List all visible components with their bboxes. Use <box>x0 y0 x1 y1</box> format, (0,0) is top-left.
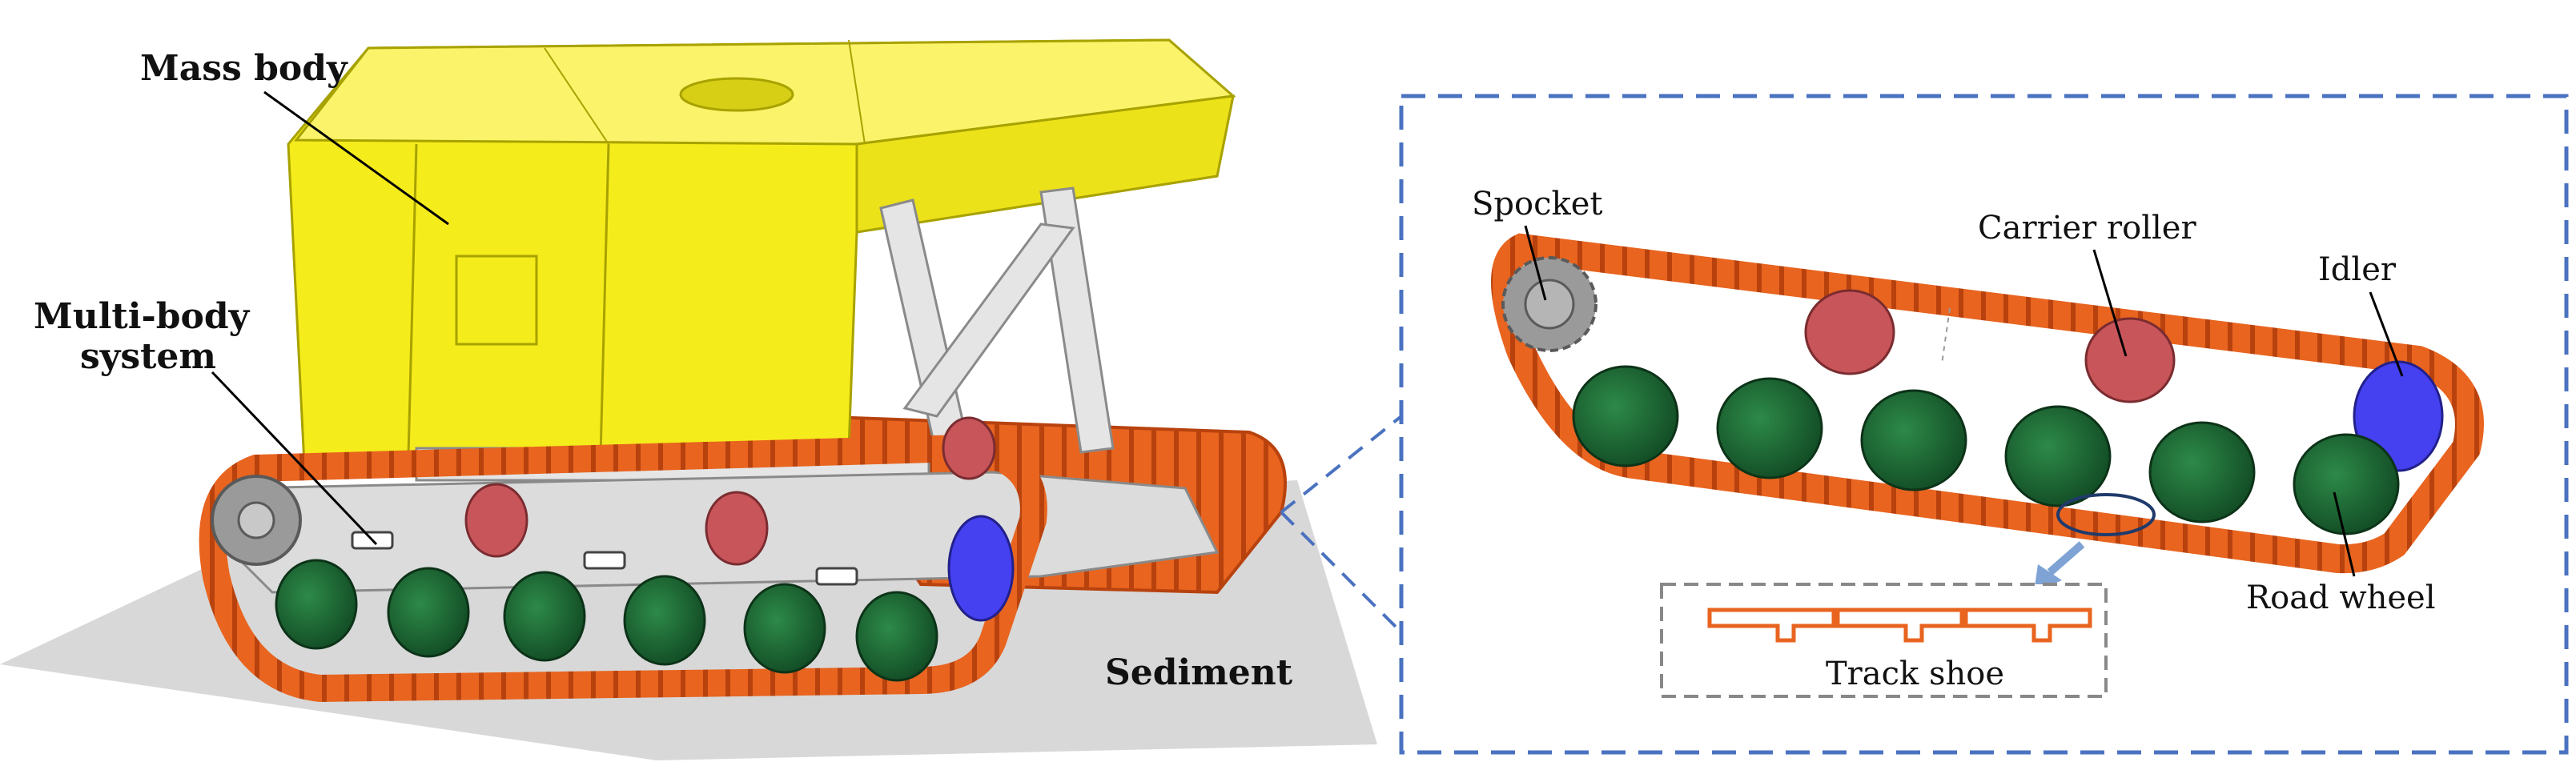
carrier-roller-leader <box>2092 249 2128 357</box>
track-shoe-profiles <box>1707 608 2092 643</box>
idler-leader <box>2369 291 2404 377</box>
detail-centerline <box>1941 307 1951 365</box>
detail-carrier-rollers <box>1804 289 2176 403</box>
track-detail-illustration <box>1491 233 2484 574</box>
sprocket-leader <box>1524 225 1547 301</box>
detail-panel-frame <box>1399 94 2569 755</box>
carrier-roller-label: Carrier roller <box>1978 210 2196 247</box>
detail-road-wheels <box>1572 365 2400 535</box>
vehicle-idler <box>947 515 1015 622</box>
mass-body <box>287 38 1236 466</box>
zoom-connectors <box>1280 415 1403 634</box>
vehicle-illustration <box>0 38 1377 760</box>
vehicle-sprocket <box>211 475 302 566</box>
detail-sprocket <box>1501 256 1597 352</box>
idler-label: Idler <box>2318 251 2397 288</box>
sprocket-label: Spocket <box>1472 186 1602 223</box>
mass-body-leader <box>263 90 449 226</box>
multi-body-label-line1: Multi-body <box>34 296 251 337</box>
road-wheel-leader <box>2333 491 2356 577</box>
vehicle-carrier-rollers <box>464 416 996 566</box>
multi-body-label-line2: system <box>80 336 216 377</box>
road-wheel-label: Road wheel <box>2246 579 2436 616</box>
mass-body-label: Mass body <box>140 48 348 89</box>
vehicle-road-wheels <box>275 559 938 682</box>
track-shoe-highlight <box>2056 493 2156 536</box>
multi-body-leader <box>211 371 378 546</box>
sediment-label: Sediment <box>1105 652 1293 693</box>
track-shoe-label: Track shoe <box>1826 656 2004 692</box>
